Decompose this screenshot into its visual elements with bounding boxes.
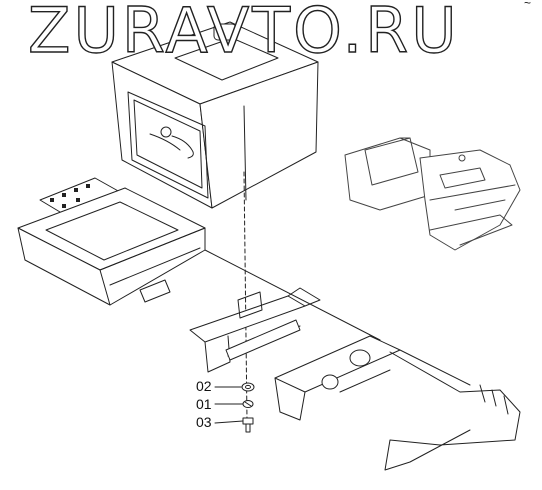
excavator-thumbnail [345,138,520,250]
fuel-sensor [161,127,171,137]
bolt [243,418,253,432]
corner-mark: ~ [524,0,532,10]
assembly-line [244,172,247,420]
frame-hole [322,375,338,389]
washer [242,383,254,391]
callout-label-bolt: 03 [196,414,212,430]
right-frame-toolbox [275,336,520,470]
filler-cap [214,24,236,40]
callout-label-washer: 02 [196,378,212,394]
frame-hole [350,350,370,366]
callout-label-lock-washer: 01 [196,396,212,412]
lock-washer [243,401,253,408]
battery-box-frame [18,178,380,340]
watermark-text: ZURAVTO.RU [27,0,460,68]
mid-frame-rail [190,288,320,372]
leader-line [215,421,243,423]
fuel-tank [112,22,318,208]
